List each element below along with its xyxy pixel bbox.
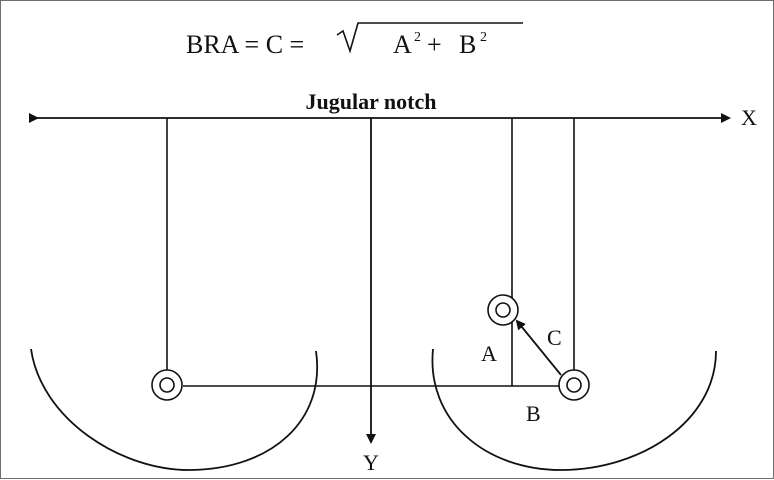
- right-breast-contour: [431, 348, 717, 471]
- formula-b-exponent: 2: [480, 30, 487, 45]
- left-nipple-marker: [151, 369, 183, 401]
- segment-b-label: B: [526, 401, 541, 426]
- c-arrow: [515, 319, 562, 376]
- formula-lhs: BRA = C =: [186, 30, 304, 59]
- formula-plus: +: [427, 30, 442, 59]
- jugular-notch-label: Jugular notch: [305, 89, 436, 114]
- segment-c-label: C: [547, 325, 562, 350]
- formula-a: A: [393, 30, 412, 59]
- formula-radicand: A: [393, 30, 412, 59]
- right-nipple-marker: [558, 369, 590, 401]
- formula-a-exponent: 2: [414, 30, 421, 45]
- x-axis-label: X: [741, 105, 757, 130]
- formula-b: B: [459, 30, 476, 59]
- formula: BRA = C =: [186, 30, 304, 59]
- y-axis-label: Y: [363, 450, 379, 475]
- segment-a-label: A: [481, 341, 497, 366]
- reference-nipple-marker: [487, 294, 519, 326]
- left-breast-contour: [30, 348, 319, 471]
- sqrt-sign: [336, 22, 523, 54]
